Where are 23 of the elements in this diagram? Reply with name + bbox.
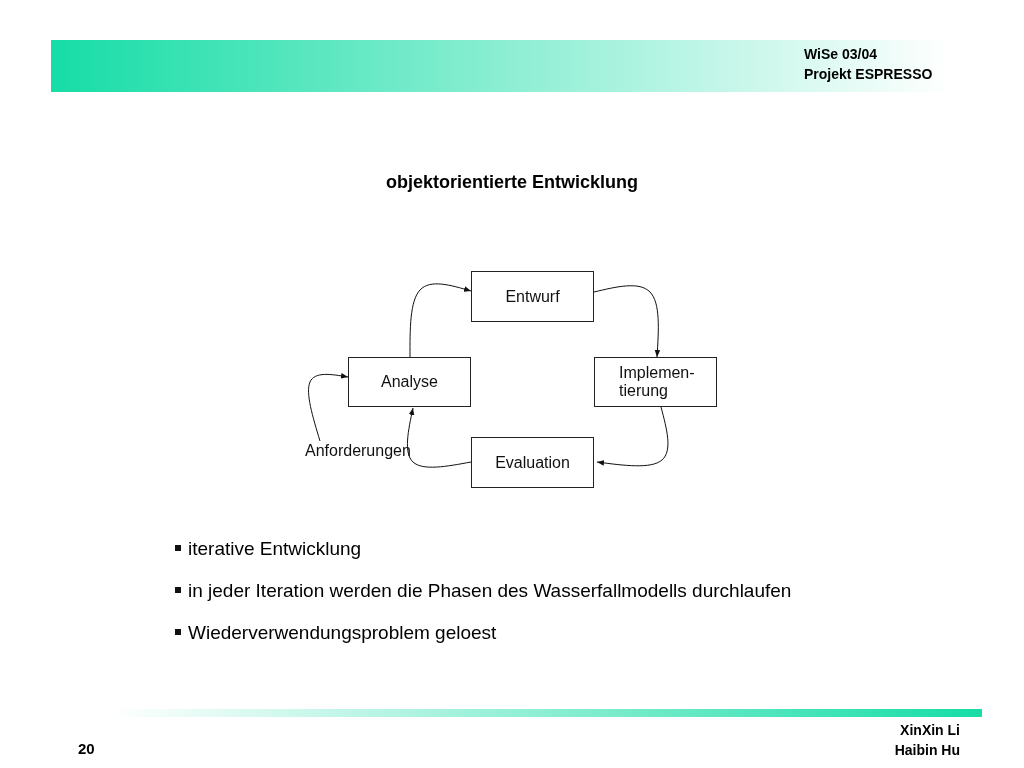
input-label: Anforderungen — [305, 442, 411, 460]
arrow — [409, 283, 472, 358]
author-name: Haibin Hu — [893, 742, 960, 758]
slide-title: objektorientierte Entwicklung — [384, 172, 639, 193]
phase-box — [594, 357, 717, 407]
phase-label: Analyse — [381, 373, 438, 391]
bullet-text: Wiederverwendungsproblem geloest — [188, 622, 497, 644]
header-text: Projekt ESPRESSO — [804, 66, 933, 82]
page-number: 20 — [78, 740, 95, 757]
arrow — [593, 285, 661, 358]
arrow — [308, 373, 349, 442]
arrow — [406, 407, 472, 468]
phase-label: Implemen- tierung — [619, 364, 696, 400]
phase-box — [471, 271, 594, 322]
bullet-text: iterative Entwicklung — [188, 538, 362, 560]
phase-box — [348, 357, 471, 407]
author-name: XinXin Li — [899, 722, 960, 738]
phase-label: Evaluation — [495, 453, 570, 472]
phase-box — [471, 437, 594, 488]
header-text: WiSe 03/04 — [804, 46, 878, 62]
arrow — [596, 406, 669, 467]
bullet-text: in jeder Iteration werden die Phasen des Wasserfallmodells durchlaufen — [188, 580, 792, 602]
phase-label: Entwurf — [505, 287, 560, 306]
